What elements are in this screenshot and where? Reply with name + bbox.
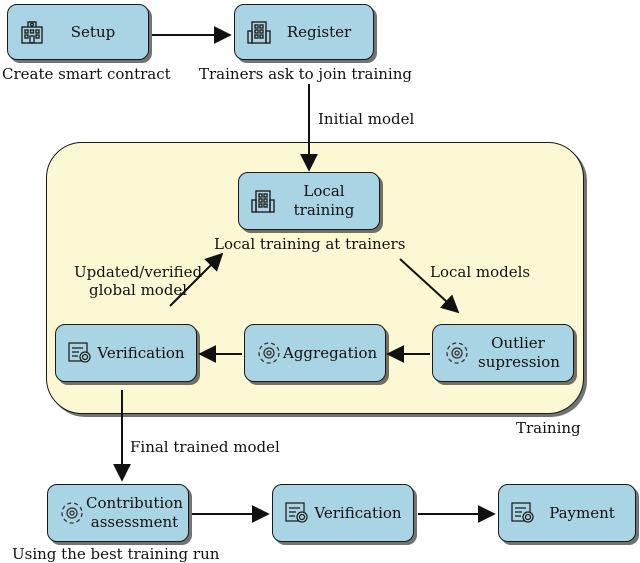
register-caption: Trainers ask to join training xyxy=(199,65,412,83)
node-verification-loop-label: Verification xyxy=(97,343,185,362)
edge-local-models-label: Local models xyxy=(430,263,531,281)
edge-initial-model-label: Initial model xyxy=(318,110,415,128)
gear-cycle-icon xyxy=(255,339,283,367)
edge-updated-global-label: Updated/verified global model xyxy=(74,263,203,299)
node-outlier-label: Outlier supression xyxy=(478,334,560,371)
node-payment: Payment xyxy=(498,484,636,542)
node-contribution-label: Contribution assessment xyxy=(86,494,183,531)
node-verification-loop: Verification xyxy=(55,324,197,382)
node-aggregation: Aggregation xyxy=(244,324,386,382)
node-local-training: Local training xyxy=(238,172,380,230)
node-payment-label: Payment xyxy=(549,503,615,522)
node-setup-label: Setup xyxy=(70,22,116,41)
local-training-caption: Local training at trainers xyxy=(214,235,406,253)
node-setup: Setup xyxy=(7,4,149,60)
node-aggregation-label: Aggregation xyxy=(283,343,378,362)
node-verification-final: Verification xyxy=(272,484,414,542)
edge-final-model-label: Final trained model xyxy=(130,438,280,456)
certificate-icon xyxy=(283,499,311,527)
building-icon xyxy=(18,18,46,46)
gear-cycle-icon xyxy=(58,499,86,527)
setup-caption: Create smart contract xyxy=(2,65,171,83)
certificate-icon xyxy=(509,499,537,527)
node-outlier-supression: Outlier supression xyxy=(432,324,574,382)
node-contribution-assessment: Contribution assessment xyxy=(47,484,189,542)
training-region-label: Training xyxy=(516,419,581,437)
gear-cycle-icon xyxy=(443,339,471,367)
node-local-training-label: Local training xyxy=(293,182,355,219)
node-verification-final-label: Verification xyxy=(314,503,402,522)
certificate-icon xyxy=(66,339,94,367)
node-register: Register xyxy=(234,4,374,60)
building-icon xyxy=(245,18,273,46)
building-icon xyxy=(249,187,277,215)
contribution-caption: Using the best training run xyxy=(12,545,220,563)
node-register-label: Register xyxy=(286,22,352,41)
